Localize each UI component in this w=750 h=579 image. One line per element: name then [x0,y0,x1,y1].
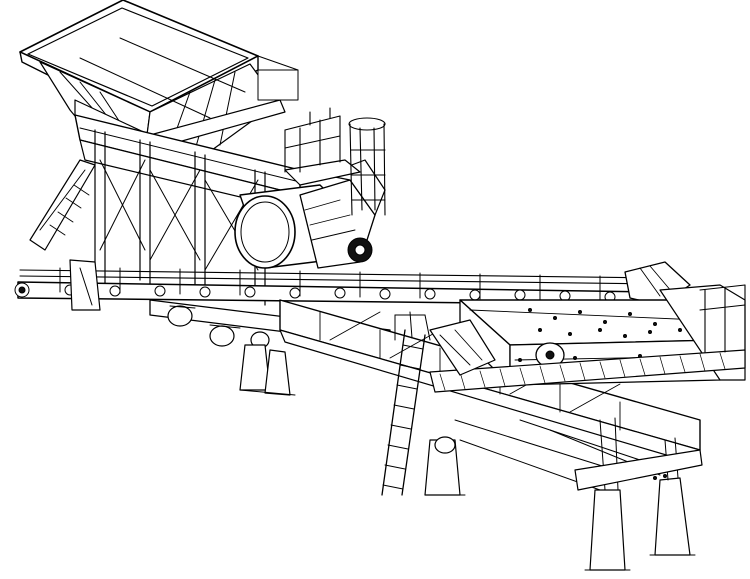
feed-hopper [19,0,299,151]
service-platform [284,107,386,216]
access-ladder [381,311,431,496]
crusher-unit [234,159,386,269]
main-conveyor [14,261,691,306]
discharge-chute [429,319,496,454]
support-legs [424,417,703,571]
screen-walkway [429,284,746,393]
feeder-frame [29,114,301,306]
